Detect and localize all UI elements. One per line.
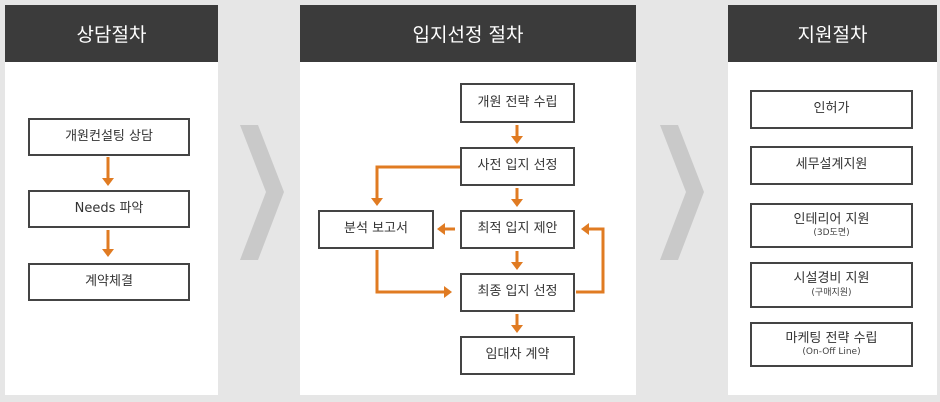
- step-label: 인테리어 지원: [793, 211, 870, 227]
- step-final-selection: 최종 입지 선정: [460, 273, 575, 312]
- step-label: 마케팅 전략 수립: [785, 330, 878, 346]
- step-permits: 인허가: [750, 90, 913, 129]
- panel-title: 입지선정 절차: [300, 5, 636, 62]
- arrow-down-icon: [511, 314, 523, 333]
- step-strategy: 개원 전략 수립: [460, 83, 575, 123]
- step-sublabel: (3D도면): [813, 228, 850, 238]
- step-label: 임대차 계약: [485, 347, 550, 363]
- panel-title: 상담절차: [5, 5, 218, 62]
- step-pre-selection: 사전 입지 선정: [460, 147, 575, 186]
- step-label: 개원 전략 수립: [477, 94, 558, 110]
- step-contract: 계약체결: [28, 263, 190, 301]
- step-proposal: 최적 입지 제안: [460, 210, 575, 249]
- arrow-loop-back: [576, 223, 605, 294]
- arrow-down-icon: [102, 157, 114, 186]
- step-lease: 임대차 계약: [460, 336, 575, 375]
- step-label: 최종 입지 선정: [477, 284, 558, 300]
- panel-site-selection: 입지선정 절차: [300, 5, 636, 395]
- step-sublabel: (구매지원): [811, 287, 852, 298]
- arrow-to-report: [371, 165, 460, 206]
- step-label: 계약체결: [85, 273, 133, 289]
- arrow-down-icon: [511, 125, 523, 144]
- arrow-down-icon: [511, 188, 523, 207]
- step-label: 사전 입지 선정: [477, 158, 558, 174]
- arrow-down-icon: [102, 230, 114, 257]
- panel-title: 지원절차: [728, 5, 937, 62]
- step-consulting: 개원컨설팅 상담: [28, 118, 190, 156]
- step-label: Needs 파악: [74, 200, 144, 216]
- arrow-left-icon: [437, 223, 455, 235]
- step-interior: 인테리어 지원(3D도면): [750, 203, 913, 248]
- step-needs: Needs 파악: [28, 190, 190, 228]
- step-label: 개원컨설팅 상담: [65, 128, 153, 144]
- arrow-down-icon: [511, 251, 523, 270]
- step-label: 분석 보고서: [344, 221, 408, 237]
- chevron-right-icon: [660, 125, 704, 260]
- step-label: 인허가: [813, 101, 850, 117]
- step-analysis-report: 분석 보고서: [318, 210, 434, 249]
- arrow-report-to-final: [375, 250, 452, 298]
- step-label: 세무설계지원: [795, 157, 868, 173]
- chevron-right-icon: [240, 125, 284, 260]
- step-marketing: 마케팅 전략 수립(On-Off Line): [750, 322, 913, 367]
- step-facility: 시설경비 지원(구매지원): [750, 262, 913, 308]
- step-label: 최적 입지 제안: [477, 221, 558, 237]
- step-sublabel: (On-Off Line): [802, 347, 861, 357]
- step-tax: 세무설계지원: [750, 146, 913, 185]
- step-label: 시설경비 지원: [793, 271, 870, 287]
